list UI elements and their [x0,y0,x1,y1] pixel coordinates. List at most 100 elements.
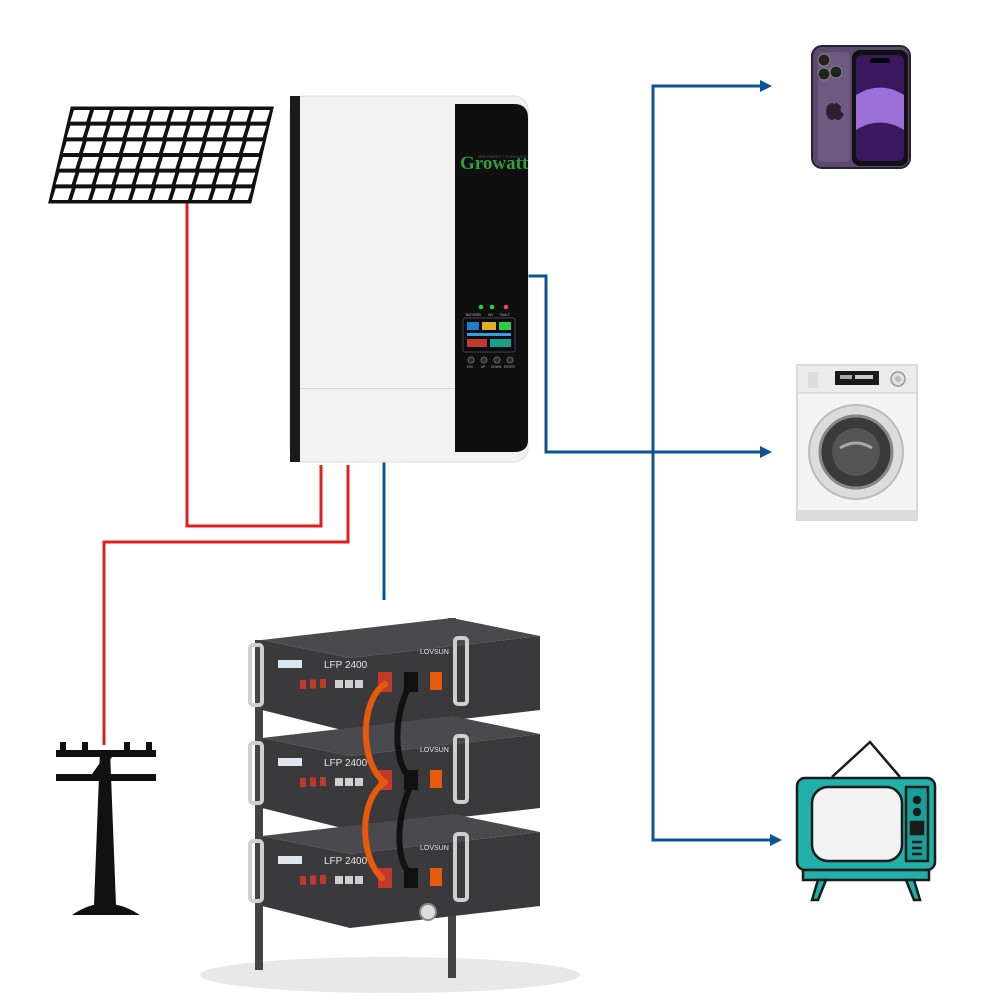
solar-cell [195,172,216,185]
solar-cell [243,141,263,153]
battery-port [335,680,343,688]
solar-cell [183,141,203,153]
solar-cell [52,188,72,200]
solar-cell [172,188,192,200]
battery-handle [248,839,264,903]
solar-cell [186,125,207,138]
solar-cell [115,172,136,185]
panel-label-fault: FAULT [500,313,510,317]
battery-link-cable [362,779,388,881]
solar-cell [106,125,127,138]
battery-switch [300,680,306,689]
solar-cell [146,125,167,138]
solar-cell [155,172,176,185]
battery-port [345,680,353,688]
battery-front [350,636,540,732]
battery-switch [300,876,306,885]
battery-switch [300,778,306,787]
battery-model-label: LFP 2400 [324,856,368,867]
solar-cell [92,188,112,200]
solar-cell [139,157,159,169]
solar-cell [130,110,150,122]
solar-cell [212,188,232,200]
battery-handle [248,643,264,707]
solar-cell [175,172,196,185]
battery-breaker-knob [419,903,437,921]
battery-port [355,778,363,786]
battery-switch [320,679,326,688]
panel-label-bat: BAT/GRID [466,313,482,317]
solar-cell [226,125,247,138]
solar-cell [126,125,147,138]
solar-cell [235,172,256,185]
battery-port [335,876,343,884]
solar-cell [79,157,99,169]
output-wire [525,274,760,454]
panel-label-inv: INV [488,313,494,317]
solar-cell [95,172,116,185]
solar-cell [232,188,252,200]
battery-port [335,778,343,786]
solar-cell [90,110,110,122]
inverter-brand: Growatt [460,153,529,174]
inverter-down-button [493,356,501,364]
solar-cell [135,172,156,185]
arrow-phone [760,80,772,92]
solar-cell [110,110,130,122]
solar-cell [63,141,83,153]
battery-module: LFP 2400 LOVSUN [248,814,540,928]
wiring [102,80,782,846]
inverter-icon: Growatt NEW ENERGY TECHNOLOGY BAT/GRID I… [289,95,529,463]
battery-connector [430,868,442,886]
solar-cell [83,141,103,153]
battery-port [345,778,353,786]
solar-cell [192,188,212,200]
battery-link-cable [362,681,388,783]
solar-cell [119,157,139,169]
button-label-esc: ESC [467,365,474,369]
solar-cell [210,110,230,122]
battery-top [262,618,540,658]
washing-machine-icon [796,364,918,521]
solar-cell [163,141,183,153]
battery-connector [430,672,442,690]
battery-model-label: LFP 2400 [324,660,368,671]
battery-sticker [278,856,302,864]
battery-brand-label: LOVSUN [420,649,449,656]
battery-handle [453,832,469,902]
battery-sticker [278,758,302,766]
television-icon [795,740,937,902]
solar-cell [199,157,219,169]
battery-link-cable [396,779,415,877]
apple-logo-icon [826,103,844,120]
smartphone-icon [811,45,911,169]
battery-switch [320,777,326,786]
button-label-down: DOWN [491,365,502,369]
battery-port [345,876,353,884]
battery-front [350,832,540,928]
battery-model-label: LFP 2400 [324,758,368,769]
solar-cell [170,110,190,122]
battery-switch [310,777,316,787]
solar-cell [152,188,172,200]
solar-cell [143,141,163,153]
solar-cell [66,125,87,138]
solar-cell [179,157,199,169]
solar-cell [230,110,250,122]
inverter-up-button [480,356,488,364]
battery-module: LFP 2400 LOVSUN [248,618,540,732]
battery-port [355,876,363,884]
battery-brand-label: LOVSUN [420,845,449,852]
solar-cell [112,188,132,200]
solar-cell [70,110,90,122]
solar-cell [250,110,270,122]
solar-cell [72,188,92,200]
solar-cell [59,157,79,169]
solar-cell [219,157,239,169]
grid-wire [102,465,350,745]
arrow-tv [770,834,782,846]
button-label-up: UP [481,365,485,369]
battery-handle [453,636,469,706]
solar-cell [75,172,96,185]
